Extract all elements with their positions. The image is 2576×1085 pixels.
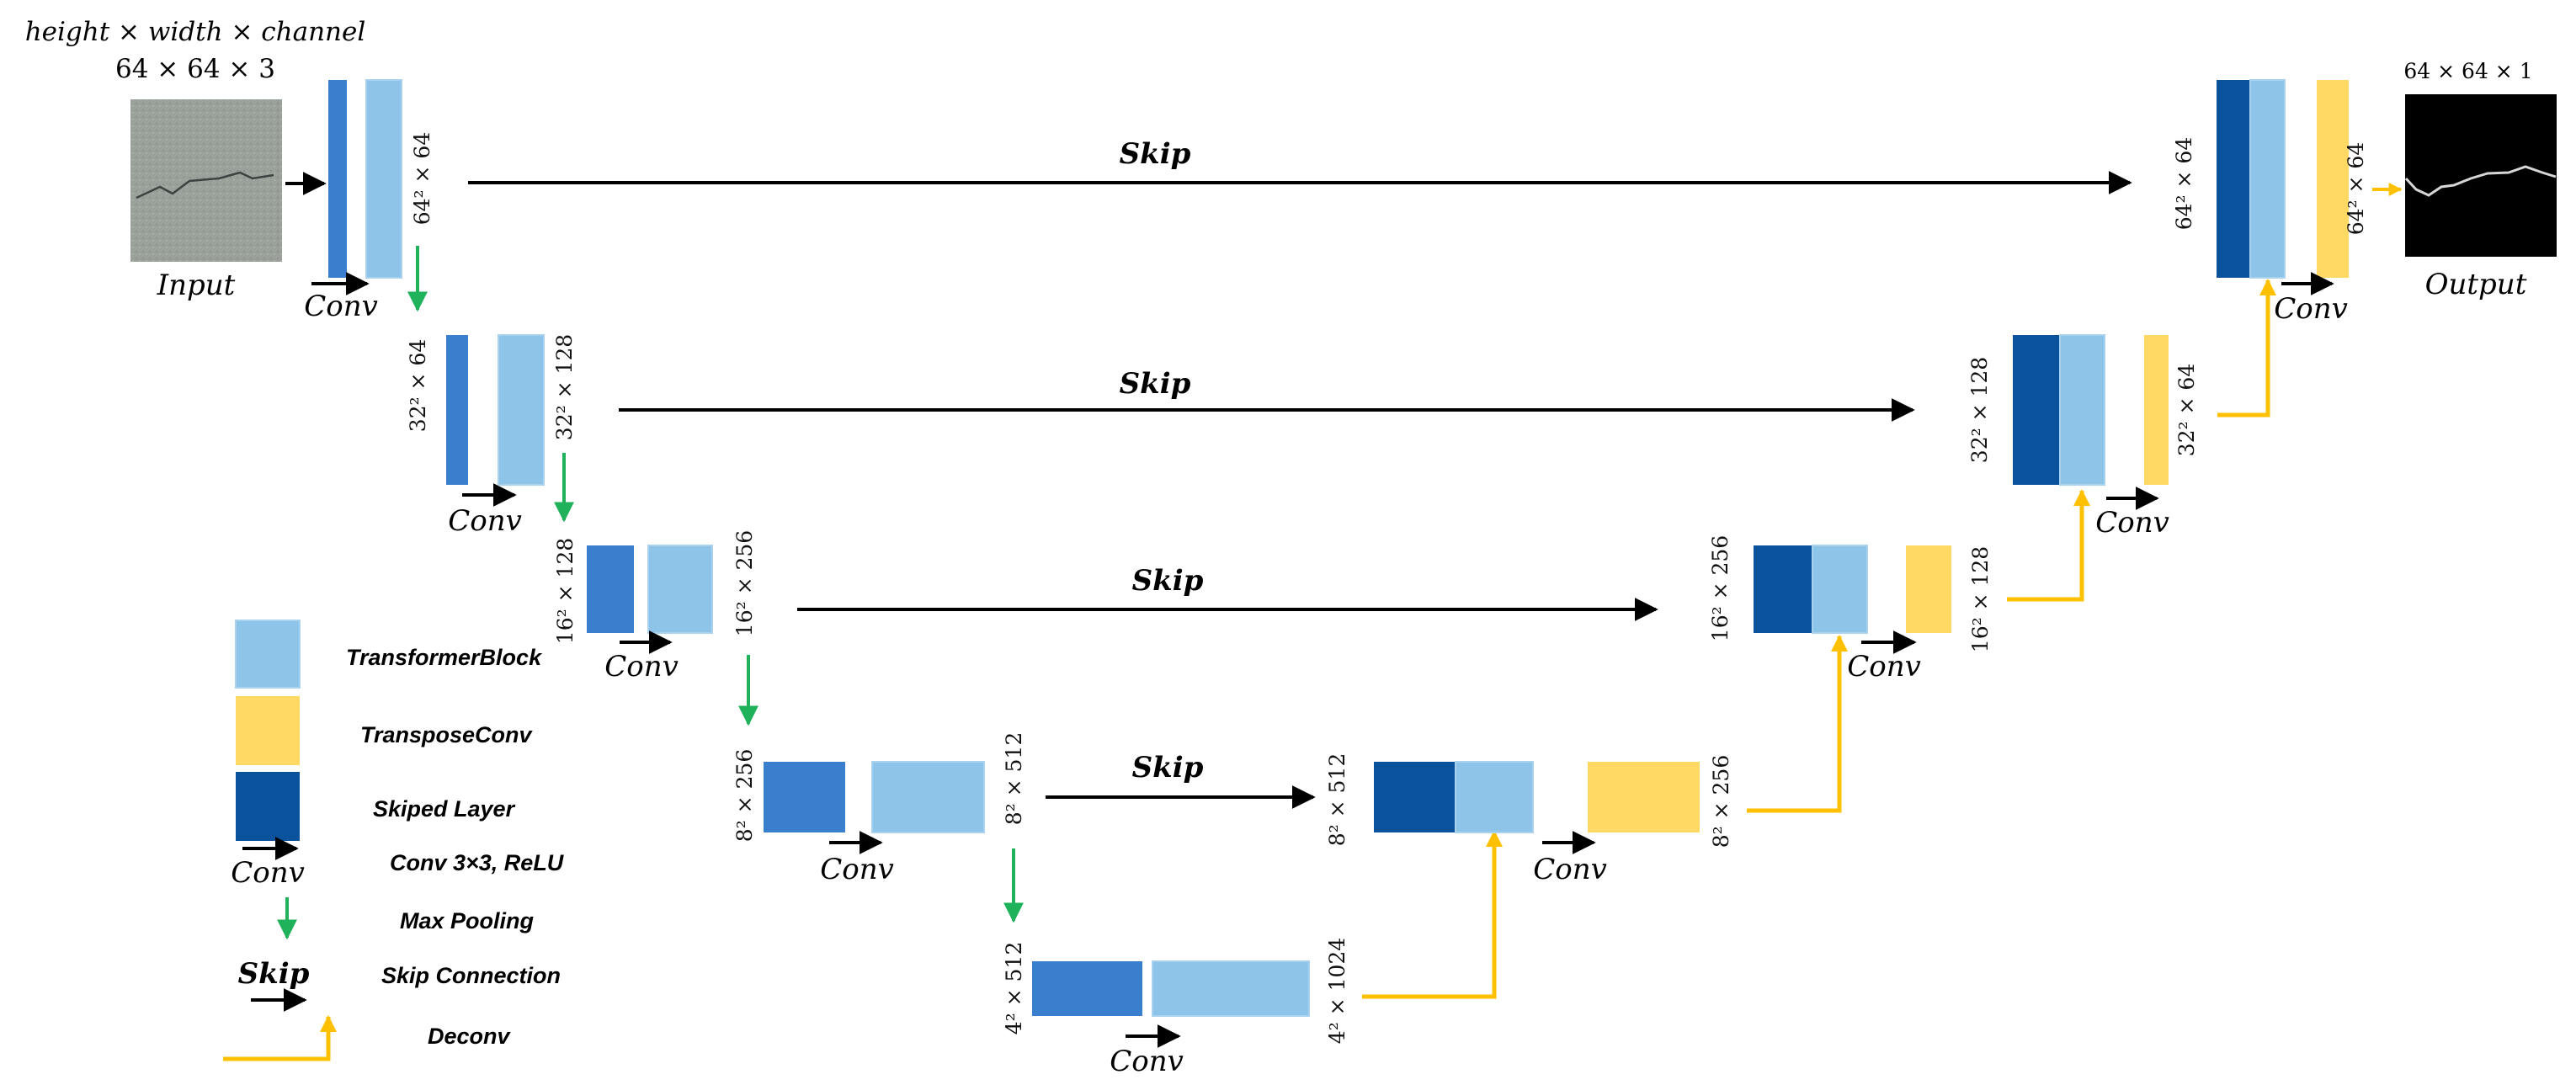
- dim-enc3-right: 16² × 256: [732, 530, 757, 636]
- conv-label-enc3: Conv: [604, 650, 679, 683]
- dim-dec3-left: 16² × 256: [1708, 535, 1732, 641]
- input-dims-label: 64 × 64 × 3: [115, 54, 275, 84]
- conv-label-dec4: Conv: [1533, 853, 1607, 886]
- legend-transpose-label: TransposeConv: [360, 722, 534, 747]
- skip-label-2: Skip: [1120, 367, 1191, 401]
- output-image: [2404, 94, 2557, 257]
- skipped-block-dec2: [2013, 335, 2060, 485]
- legend: TransformerBlock TransposeConv Skiped La…: [223, 620, 565, 1061]
- conv-label-dec3: Conv: [1847, 650, 1921, 683]
- dim-enc4-left: 8² × 256: [732, 749, 757, 843]
- conv-block-enc2: [446, 335, 468, 485]
- skip-label-1: Skip: [1120, 137, 1191, 171]
- output-caption: Output: [2425, 268, 2527, 301]
- dim-bottleneck-left: 4² × 512: [1002, 942, 1026, 1035]
- dim-enc4-right: 8² × 512: [1002, 732, 1026, 826]
- legend-conv-label: Conv 3×3, ReLU: [390, 850, 565, 875]
- dim-enc2-left: 32² × 64: [406, 339, 430, 433]
- output-dims-label: 64 × 64 × 1: [2403, 59, 2532, 83]
- legend-deconv-arrow: [223, 1015, 337, 1061]
- legend-skip-label: Skip Connection: [381, 963, 561, 988]
- conv-block-enc3: [587, 545, 634, 633]
- legend-transpose-swatch: [236, 696, 300, 765]
- transformer-block-enc3: [647, 545, 713, 634]
- transformer-block-bottleneck: [1152, 960, 1310, 1017]
- conv-label-enc1: Conv: [304, 290, 378, 323]
- transformer-block-dec2: [2059, 334, 2105, 486]
- deconv-arrow-4: [1362, 830, 1503, 999]
- legend-transformer-label: TransformerBlock: [346, 645, 543, 670]
- conv-block-enc1: [328, 80, 347, 278]
- transformer-block-dec3: [1812, 545, 1868, 634]
- input-caption: Input: [157, 269, 236, 302]
- legend-conv-word: Conv: [231, 856, 305, 890]
- legend-maxpool-label: Max Pooling: [400, 908, 535, 933]
- deconv-arrow-2: [2007, 489, 2090, 602]
- deconv-arrow-1: [2217, 279, 2276, 418]
- dim-enc2-right: 32² × 128: [552, 334, 577, 440]
- transformer-block-enc1: [365, 79, 402, 279]
- legend-transformer-swatch: [235, 620, 301, 689]
- conv-label-dec1: Conv: [2274, 292, 2348, 326]
- dim-dec2-left: 32² × 128: [1967, 357, 1992, 463]
- dim-enc3-left: 16² × 128: [553, 538, 577, 644]
- dim-dec4-right: 8² × 256: [1709, 755, 1733, 848]
- dim-dec1-left: 64² × 64: [2172, 137, 2196, 231]
- conv-block-enc4: [764, 762, 845, 832]
- skipped-block-dec1: [2217, 80, 2250, 278]
- conv-block-bottleneck: [1032, 961, 1142, 1016]
- dim-dec1-right: 64² × 64: [2344, 142, 2368, 236]
- skipped-block-dec4: [1374, 762, 1456, 832]
- transpose-block-dec3: [1906, 545, 1951, 633]
- skipped-block-dec3: [1754, 545, 1812, 633]
- legend-skip-word: Skip: [238, 957, 310, 991]
- format-label: height × width × channel: [25, 17, 366, 47]
- legend-deconv-label: Deconv: [428, 1024, 512, 1049]
- conv-label-enc2: Conv: [448, 504, 522, 538]
- transformer-block-enc4: [871, 761, 985, 833]
- dim-dec4-left: 8² × 512: [1325, 753, 1349, 847]
- transpose-block-dec4: [1588, 762, 1700, 832]
- dim-dec2-right: 32² × 64: [2174, 364, 2199, 457]
- conv-label-bottleneck: Conv: [1110, 1045, 1184, 1078]
- legend-skipped-swatch: [236, 772, 300, 841]
- deconv-arrow-3: [1747, 635, 1848, 813]
- transformer-block-dec1: [2249, 79, 2286, 279]
- dim-dec3-right: 16² × 128: [1968, 546, 1993, 652]
- skip-label-3: Skip: [1132, 564, 1204, 598]
- transpose-block-dec1: [2317, 80, 2349, 278]
- transformer-block-enc2: [498, 334, 545, 486]
- transpose-block-dec2: [2144, 335, 2169, 485]
- conv-label-dec2: Conv: [2095, 506, 2169, 540]
- input-image: [130, 99, 282, 262]
- dim-enc1: 64² × 64: [410, 132, 434, 226]
- conv-label-enc4: Conv: [820, 853, 894, 886]
- dim-bottleneck-right: 4² × 1024: [1325, 938, 1349, 1044]
- skip-label-4: Skip: [1132, 751, 1204, 784]
- transformer-block-dec4: [1455, 761, 1534, 833]
- legend-skipped-label: Skiped Layer: [373, 796, 516, 822]
